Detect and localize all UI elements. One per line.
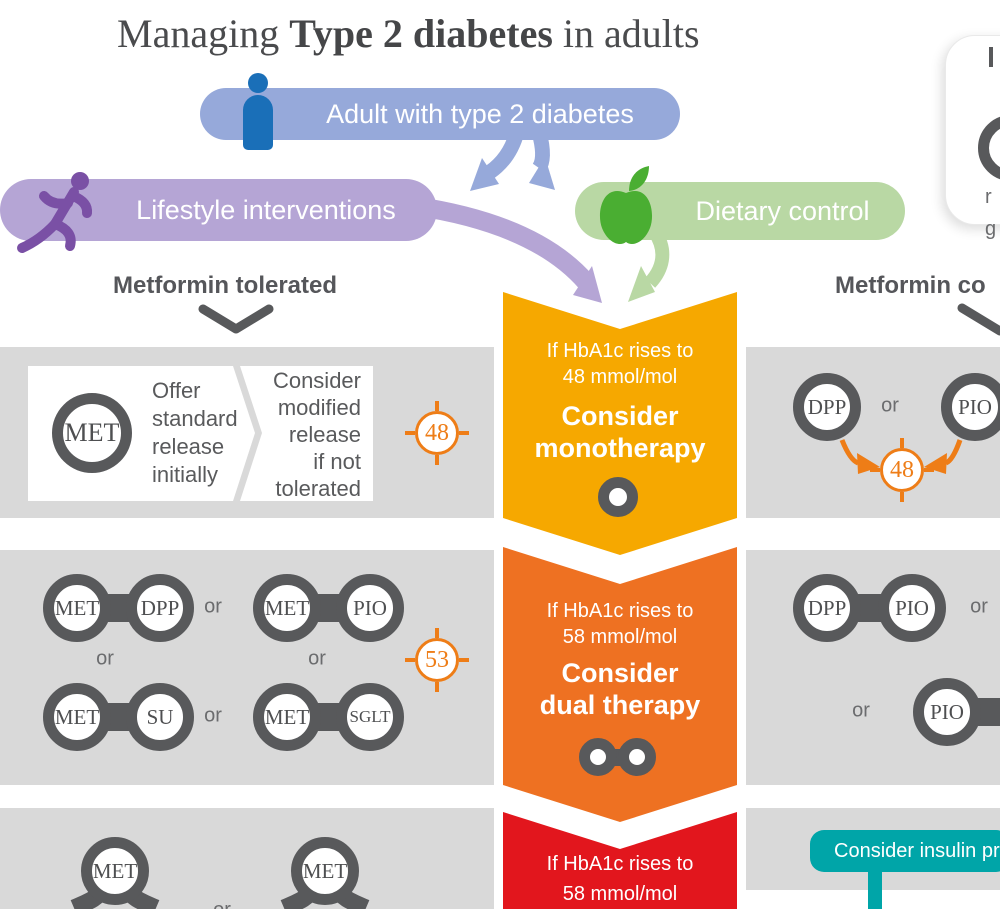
drug-ring-dpp: DPP <box>793 574 861 642</box>
consider-line: if not <box>313 449 361 474</box>
arrow-lifestyle-to-banner <box>413 196 594 289</box>
stage3-condition-line2: 58 mmol/mol <box>562 883 678 905</box>
or-label: or <box>204 595 222 618</box>
consider-line: release <box>288 422 361 447</box>
dual-therapy-ring-icon <box>579 738 617 776</box>
drug-label: MET <box>54 595 100 620</box>
stage2-action-line1: Consider <box>561 658 679 688</box>
drug-label: SU <box>146 704 174 729</box>
or-label: or <box>204 704 222 727</box>
title-emphasis: Type 2 diabetes <box>289 11 553 56</box>
drug-label: PIO <box>958 394 992 419</box>
stage1-action-line2: monotherapy <box>534 433 706 463</box>
arrowhead-right <box>529 157 555 190</box>
adult-pill-label: Adult with type 2 diabetes <box>326 98 634 129</box>
insulin-note-label: Consider insulin pro <box>834 839 1000 862</box>
consider-line: tolerated <box>275 476 361 501</box>
target-value: 48 <box>880 448 924 492</box>
or-label: or <box>881 394 899 417</box>
drug-label: MET <box>64 418 120 447</box>
drug-ring-sglt: SGLT <box>336 683 404 751</box>
chevron-metformin-contraindicated-partial <box>957 303 1000 336</box>
or-label: or <box>970 595 988 618</box>
stage1-condition-line2: 48 mmol/mol <box>562 366 678 388</box>
dietary-pill: Dietary control <box>575 182 905 240</box>
key-text-fragment-1: r <box>985 186 992 208</box>
drug-label: MET <box>264 704 310 729</box>
drug-label: DPP <box>140 595 180 620</box>
stage3-condition-line1: If HbA1c rises to <box>546 853 694 875</box>
chevron-metformin-tolerated <box>198 304 274 334</box>
arrowhead-left <box>470 158 499 191</box>
insulin-note: Consider insulin pro <box>810 830 1000 872</box>
stage2-condition-line2: 58 mmol/mol <box>562 626 678 648</box>
drug-label: DPP <box>807 394 847 419</box>
stage1-action-line1: Consider <box>561 401 679 431</box>
drug-ring-met: MET <box>253 683 321 751</box>
or-label: or <box>308 647 326 670</box>
drug-ring-met: MET <box>52 393 132 473</box>
monotherapy-ring-icon <box>598 477 638 517</box>
offer-line: standard <box>152 406 238 431</box>
drug-ring-met: MET <box>43 683 111 751</box>
drug-ring-pio: PIO <box>878 574 946 642</box>
drug-label: MET <box>54 704 100 729</box>
person-icon-body <box>243 95 273 150</box>
arrowhead-purple <box>573 266 602 303</box>
drug-ring-met: MET <box>81 837 149 905</box>
lifestyle-pill: Lifestyle interventions <box>0 179 437 241</box>
arrowhead-green <box>628 266 655 302</box>
heading-metformin-contraindicated-partial: Metformin co <box>835 272 986 299</box>
target-value: 53 <box>415 638 459 682</box>
drug-label: MET <box>302 858 348 883</box>
drug-ring-pio: PIO <box>913 678 981 746</box>
offer-line: Offer <box>152 378 201 403</box>
title-prefix: Managing <box>117 11 290 56</box>
hba1c-target-48: 48 <box>405 401 469 465</box>
insulin-note-stem <box>868 870 882 909</box>
drug-ring-dpp: DPP <box>126 574 194 642</box>
page-title: Managing Type 2 diabetes in adults <box>117 10 700 57</box>
or-label: or <box>852 699 870 722</box>
drug-ring-icon <box>978 115 1000 181</box>
drug-ring-dpp: DPP <box>793 373 861 441</box>
drug-ring-met: MET <box>253 574 321 642</box>
person-icon <box>248 73 268 93</box>
stage3-band-left <box>0 808 494 909</box>
consider-line: Consider <box>272 368 361 393</box>
key-heading-fragment <box>989 47 993 67</box>
drug-ring-pio: PIO <box>941 373 1000 441</box>
drug-label: SGLT <box>349 707 391 726</box>
drug-label: MET <box>92 858 138 883</box>
lifestyle-pill-label: Lifestyle interventions <box>136 194 396 225</box>
dietary-pill-label: Dietary control <box>695 195 870 226</box>
or-label: or <box>96 647 114 670</box>
offer-line: initially <box>152 462 219 487</box>
hba1c-target-53: 53 <box>405 628 469 692</box>
stage2-band-right <box>746 550 1000 785</box>
drug-ring-su: SU <box>126 683 194 751</box>
stage1-condition-line1: If HbA1c rises to <box>546 340 694 362</box>
consider-line: modified <box>277 395 361 420</box>
drug-label: PIO <box>930 699 964 724</box>
dual-therapy-ring-icon <box>618 738 656 776</box>
adult-pill: Adult with type 2 diabetes <box>200 88 680 140</box>
drug-ring-met: MET <box>291 837 359 905</box>
key-card: r g <box>945 35 1000 240</box>
drug-label: PIO <box>353 595 387 620</box>
stage2-condition-line1: If HbA1c rises to <box>546 600 694 622</box>
drug-ring-pio: PIO <box>336 574 404 642</box>
target-value: 48 <box>415 411 459 455</box>
key-text-fragment-2: g <box>985 218 997 240</box>
drug-ring-met: MET <box>43 574 111 642</box>
hba1c-target-48-right: 48 <box>870 438 934 502</box>
title-suffix: in adults <box>552 11 700 56</box>
heading-metformin-tolerated: Metformin tolerated <box>113 272 338 299</box>
offer-line: release <box>152 434 225 459</box>
drug-label: PIO <box>895 595 929 620</box>
or-label-partial: or <box>213 899 231 909</box>
drug-label: DPP <box>807 595 847 620</box>
stage2-action-line2: dual therapy <box>539 690 701 720</box>
drug-label: MET <box>264 595 310 620</box>
